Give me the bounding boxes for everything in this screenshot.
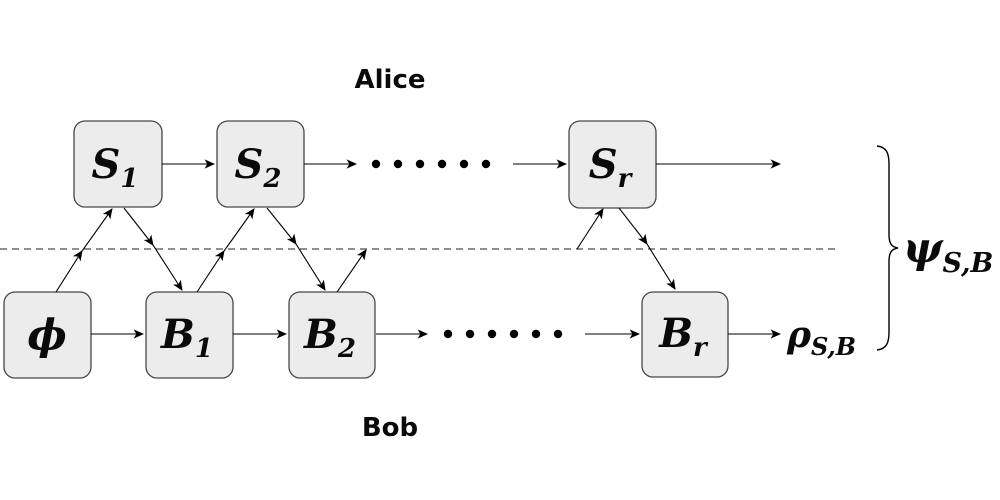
ellipsis-dots-alice (371, 159, 491, 169)
psi-joint-state-label: ψS,B (903, 223, 993, 279)
joint-state-brace (876, 145, 899, 351)
node-box-phi (3, 291, 92, 379)
node-label-s2: S2 (235, 141, 282, 194)
node-box-b2 (288, 291, 376, 379)
rho-output-label: ρS,B (786, 314, 856, 361)
node-label-b1: B1 (160, 311, 213, 364)
node-box-b1 (145, 291, 234, 379)
arrow-phi-to-s1 (55, 208, 113, 293)
alice-label: Alice (355, 65, 426, 95)
arrow-b1-to-s2 (196, 208, 255, 293)
bob-label: Bob (362, 413, 418, 443)
node-label-phi: ϕ (27, 310, 67, 359)
arrow-sr-to-br (618, 207, 676, 290)
node-label-b2: B2 (303, 311, 356, 364)
ellipsis-dots-bob (443, 329, 563, 339)
node-label-br: Br (658, 310, 709, 363)
arrow-divider-up-to-sr (576, 208, 604, 250)
arrow-s1-to-b1 (123, 207, 183, 291)
node-label-s1: S1 (92, 141, 139, 194)
node-label-sr: Sr (589, 141, 634, 194)
arrow-s2-to-b2 (266, 207, 326, 291)
arrow-b2-up-to-divider (336, 249, 367, 293)
